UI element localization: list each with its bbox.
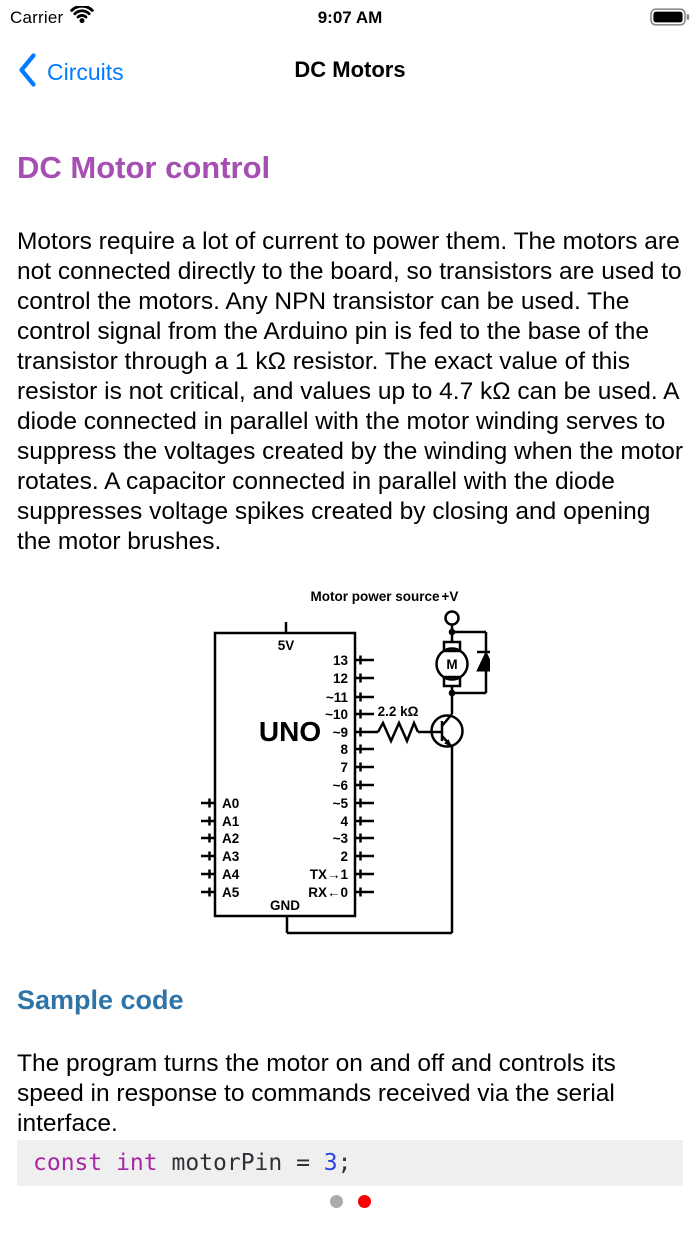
code-keyword: const int [33, 1150, 158, 1176]
circuit-diagram: 5V UNO GND 13 12 ~11 ~10 ~9 8 [201, 589, 490, 935]
left-pin-labels: A0 A1 A2 A3 A4 A5 [222, 796, 240, 900]
code-line: const int motorPin = 3; [17, 1140, 683, 1186]
pin-label-5v: 5V [278, 638, 295, 653]
ground-return-wire [285, 745, 454, 935]
code-semicolon: ; [337, 1150, 352, 1176]
section-paragraph: The program turns the motor on and off a… [17, 1049, 616, 1137]
status-time: 9:07 AM [317, 8, 383, 27]
resistor-symbol: 2.2 kΩ [376, 704, 442, 745]
nav-title: DC Motors [294, 57, 406, 82]
pin-label: 7 [340, 760, 348, 775]
pin-label: ~10 [325, 707, 348, 722]
pin-label: 8 [340, 742, 348, 757]
back-button-label: Circuits [47, 59, 124, 85]
pin-label: 2 [340, 849, 348, 864]
motor-label: M [446, 657, 457, 672]
transistor-symbol [430, 693, 464, 748]
pin-label: ~5 [333, 796, 349, 811]
dc-motor-symbol: M [435, 632, 469, 693]
pin-label: ~11 [326, 690, 349, 705]
page-dot-active[interactable] [357, 1195, 371, 1208]
section-heading: Sample code [17, 985, 184, 1016]
page-dot-inactive[interactable] [329, 1195, 343, 1208]
left-pin-leads [201, 798, 215, 897]
code-number: 3 [323, 1150, 338, 1176]
diode-symbol [452, 630, 490, 695]
vplus-label: +V [442, 589, 459, 604]
back-button[interactable]: Circuits [18, 52, 124, 93]
board-label: UNO [259, 716, 321, 747]
power-terminal [444, 610, 460, 626]
right-pin-labels: 13 12 ~11 ~10 ~9 8 7 ~6 ~5 4 ~3 2 TX→1 R… [308, 653, 348, 900]
power-source-label: Motor power source [310, 589, 440, 604]
pin-label: A3 [222, 849, 240, 864]
status-bar: Carrier 9:07 AM [0, 0, 700, 36]
pin-label: 13 [333, 653, 349, 668]
navigation-bar: Circuits DC Motors [0, 48, 700, 96]
pin-label-gnd: GND [270, 898, 300, 913]
pin-label: TX→1 [310, 867, 349, 882]
code-block: const int motorPin = 3; [17, 1140, 683, 1186]
pin-label: A4 [222, 867, 240, 882]
pin-label: A5 [222, 885, 240, 900]
page-heading: DC Motor control [17, 149, 271, 185]
wifi-icon [70, 4, 95, 29]
pin-label: ~6 [333, 778, 349, 793]
pin-label: A0 [222, 796, 239, 811]
resistor-label: 2.2 kΩ [378, 704, 419, 719]
intro-paragraph: Motors require a lot of current to power… [17, 227, 683, 555]
pin-label: RX←0 [308, 885, 348, 900]
battery-icon [650, 8, 690, 31]
carrier-label: Carrier [10, 7, 64, 27]
pin-label: A1 [222, 814, 240, 829]
page-control[interactable] [0, 1195, 700, 1208]
pin-label: 12 [333, 671, 348, 686]
code-identifier: motorPin = [157, 1150, 324, 1176]
pin-label: A2 [222, 831, 239, 846]
pin-label: ~9 [333, 725, 348, 740]
pin-label: ~3 [333, 831, 349, 846]
pin-label: 4 [340, 814, 348, 829]
right-pin-leads [355, 655, 378, 897]
back-chevron-icon [18, 52, 37, 93]
